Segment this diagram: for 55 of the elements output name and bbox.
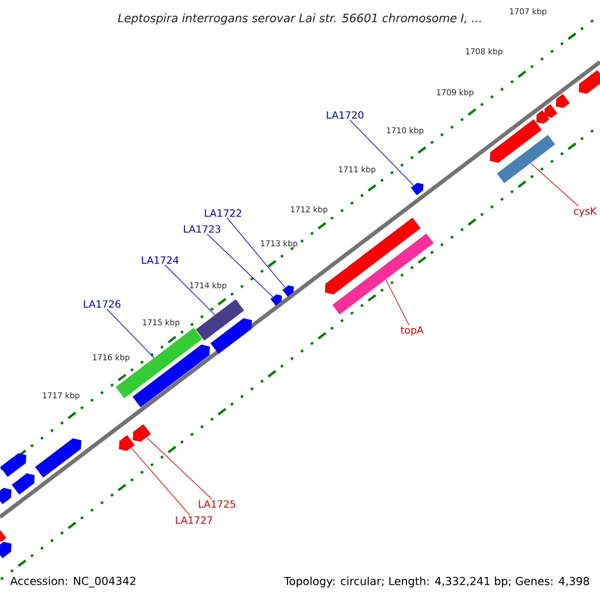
gene-block [0,530,6,542]
gene-block [544,104,558,118]
gene-block [118,435,135,451]
gene-block [556,94,570,108]
leader-line [130,447,190,516]
tick-label: 1711 kbp [339,166,376,174]
gene-label: LA1727 [176,516,212,524]
tick-label: 1715 kbp [143,319,180,327]
leader-line [146,437,212,500]
gene-bar [196,299,244,341]
leader-line [386,279,410,326]
gene-block [132,344,210,408]
footer-text: Topology: circular; Length: 4,332,241 bp; Genes: 4,398 [284,576,590,588]
gene-label: cysK [574,207,597,217]
tick-label: 1713 kbp [261,240,298,248]
gene-block [324,218,421,294]
gene-bar [496,134,556,184]
gene-label: LA1720 [326,111,364,119]
gene-label: LA1722 [204,209,242,217]
tick-label: 1712 kbp [291,206,328,214]
gene-block [282,285,294,297]
tick-label: 1709 kbp [437,89,474,97]
gene-bar [116,328,202,398]
gene-block [35,438,82,478]
gene-block [132,424,151,442]
gene-label: topA [400,326,424,336]
gene-block [410,182,424,196]
gene-block [210,318,252,354]
leader-line [530,162,579,206]
gene-block [578,70,600,94]
gene-block [12,473,35,495]
title: Leptospira interrogans serovar Lai str. 56601 chromosome I, ... [118,13,481,25]
gene-label: LA1723 [184,225,220,233]
leader-line [206,234,274,298]
tick-label: 1716 kbp [93,354,130,362]
gene-block [0,453,26,477]
footer-text: Accession: NC_004342 [10,576,136,588]
tick-label: 1710 kbp [387,127,424,135]
gene-block [270,294,282,306]
tick-label: 1708 kbp [466,48,502,56]
gene-label: LA1726 [84,300,120,308]
gene-bar [332,234,434,314]
gene-block [536,110,550,124]
leader-line [226,218,286,288]
gene-label: LA1724 [142,256,178,264]
gene-block [0,542,12,558]
leader-line [350,120,414,186]
leader-line [106,308,154,358]
gene-block [490,119,542,163]
gene-label: LA1725 [198,500,236,508]
tick-label: 1714 kbp [190,282,226,290]
tick-label: 1707 kbp [510,8,546,16]
leader-line [164,264,216,316]
tick-label: 1717 kbp [43,392,80,400]
gene-block [0,488,12,504]
